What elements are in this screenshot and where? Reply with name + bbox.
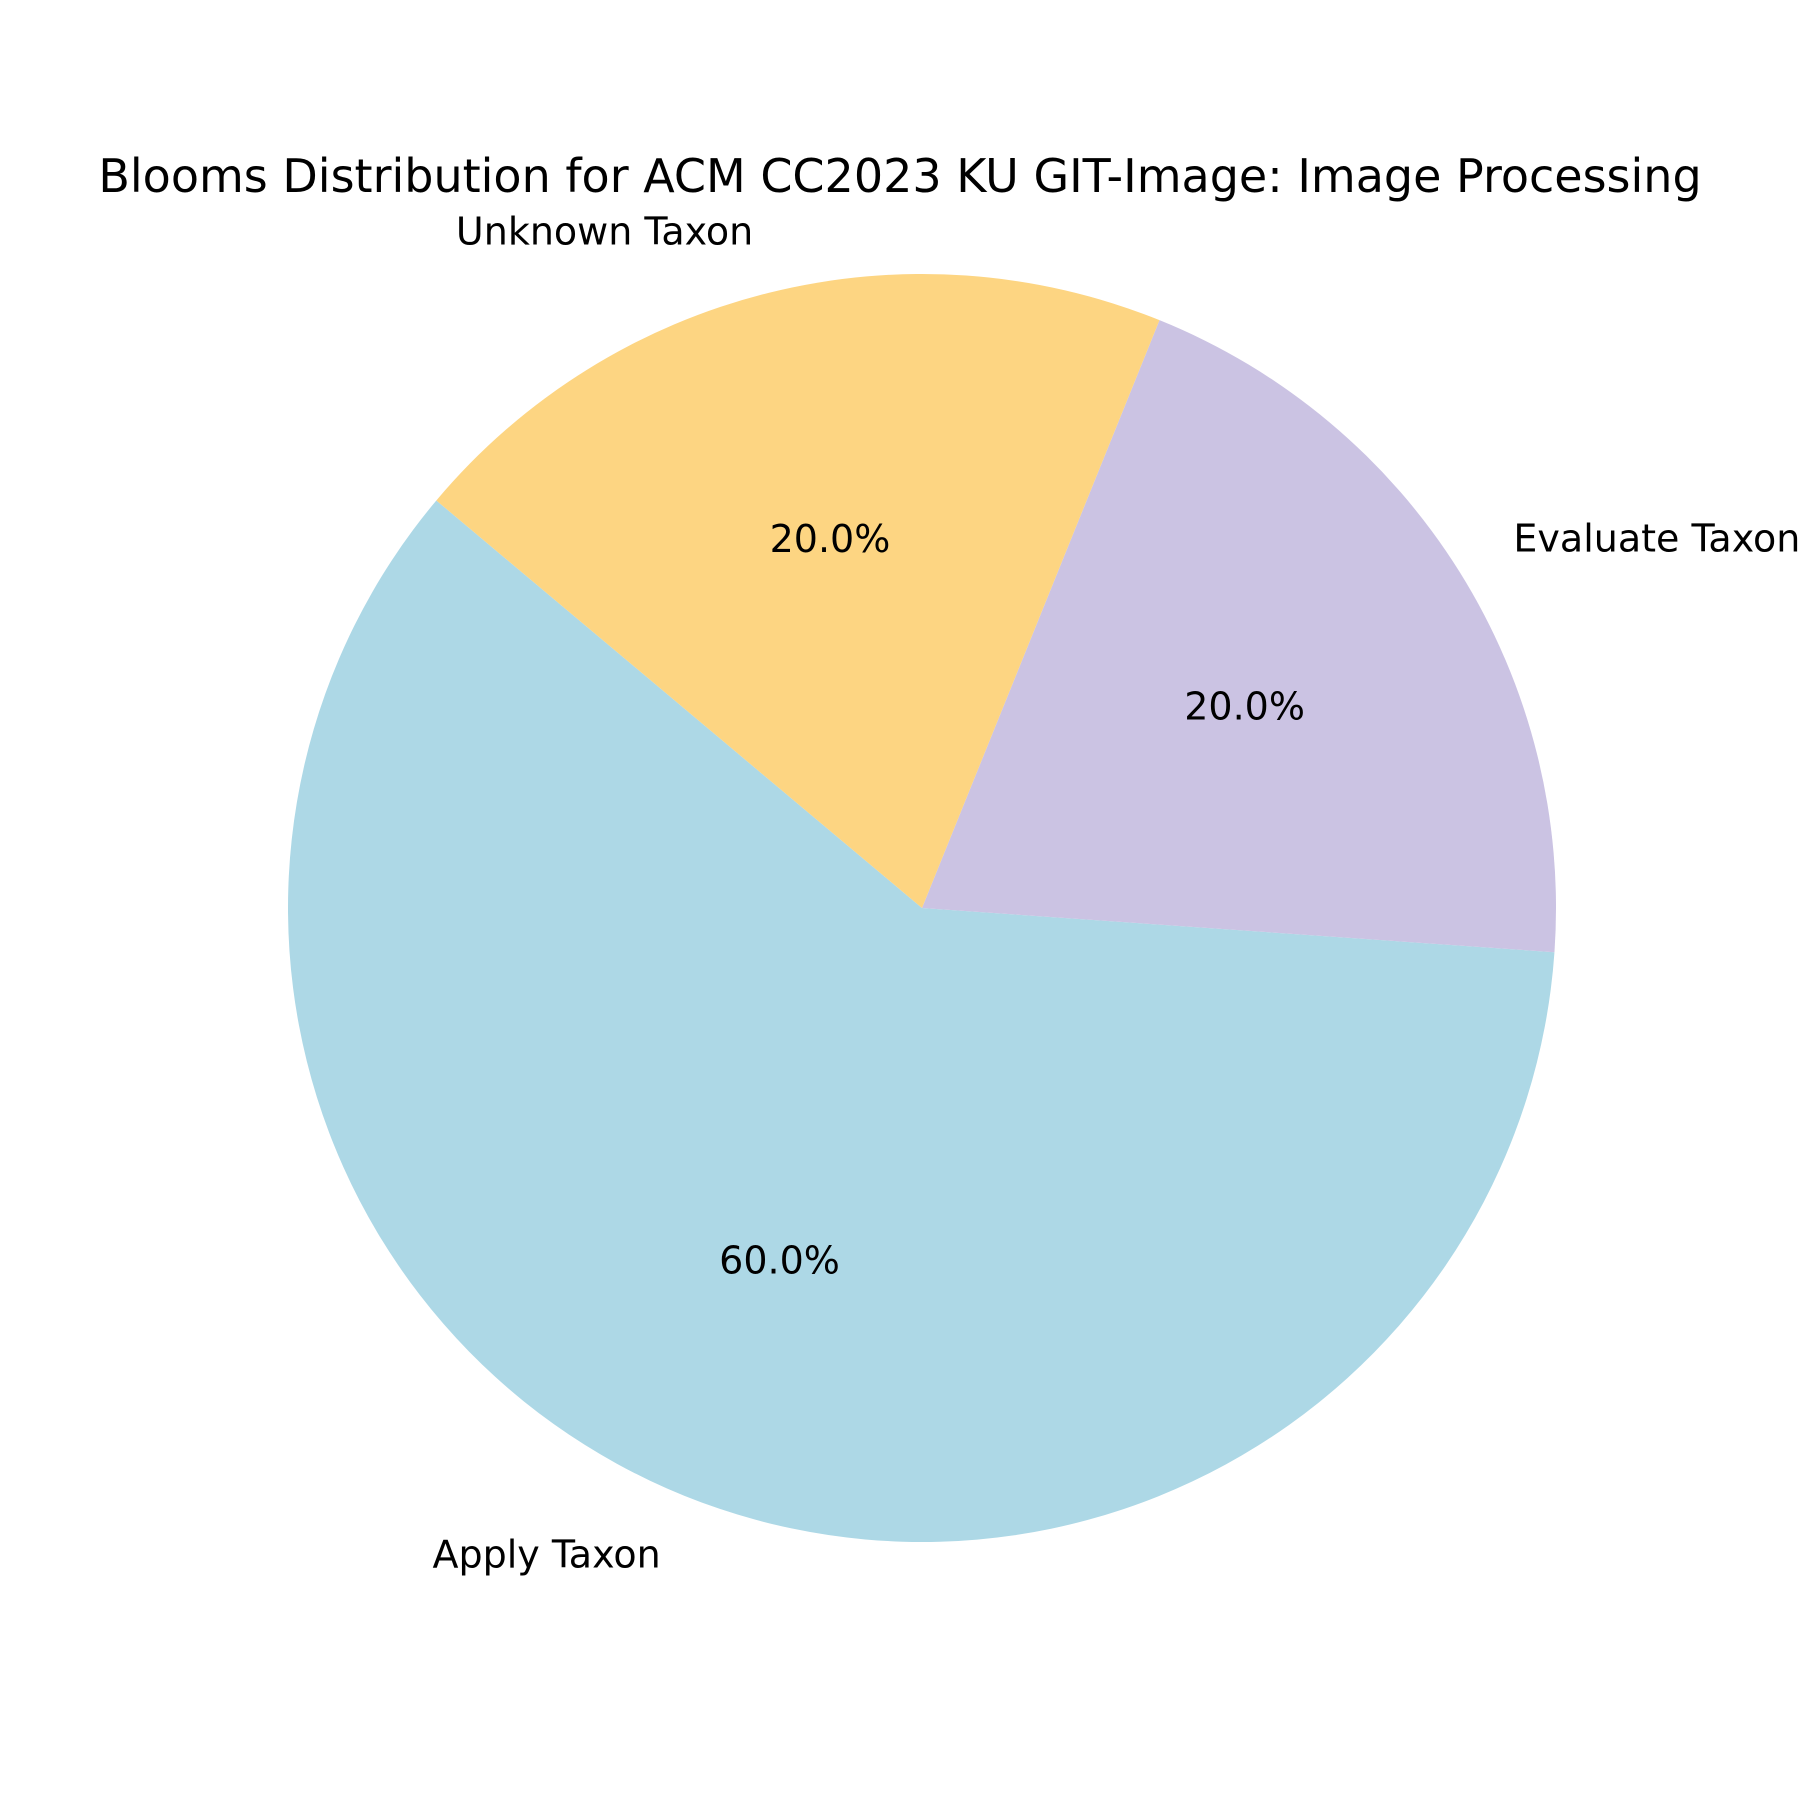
pie-slice-unknown-taxon [436,274,1160,908]
slice-label-apply-taxon: Apply Taxon [433,1533,661,1577]
percent-label-unknown-taxon: 20.0% [770,517,891,561]
pie-slice-evaluate-taxon [922,320,1557,953]
percent-label-evaluate-taxon: 20.0% [1184,684,1305,728]
chart-title: Blooms Distribution for ACM CC2023 KU GI… [98,149,1701,203]
pie-labels: Apply Taxon 60.0% Evaluate Taxon 20.0% Unkno… [433,209,1800,1576]
percent-label-apply-taxon: 60.0% [719,1239,840,1283]
slice-label-unknown-taxon: Unknown Taxon [456,209,753,253]
pie-slices [288,274,1557,1542]
pie-slice-apply-taxon [288,500,1555,1542]
slice-label-evaluate-taxon: Evaluate Taxon [1513,516,1800,560]
